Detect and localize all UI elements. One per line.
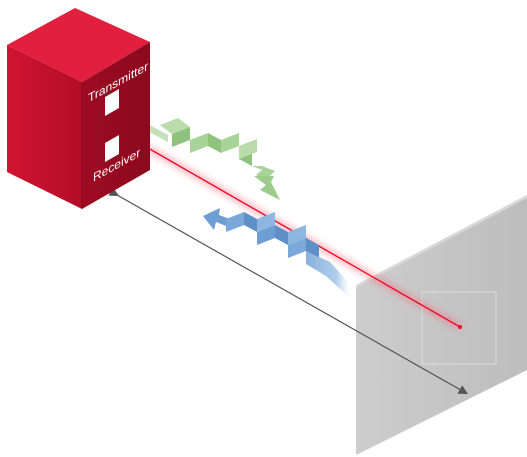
transmitter-receiver-box: Transmitter Receiver xyxy=(7,8,150,209)
target-screen xyxy=(356,195,527,455)
receiver-aperture xyxy=(105,135,119,162)
transmitter-aperture xyxy=(105,89,119,116)
distance-arrow-icon xyxy=(108,187,469,395)
receive-wave-arrow-icon xyxy=(203,208,350,298)
transmit-wave-arrow-icon xyxy=(140,118,280,200)
